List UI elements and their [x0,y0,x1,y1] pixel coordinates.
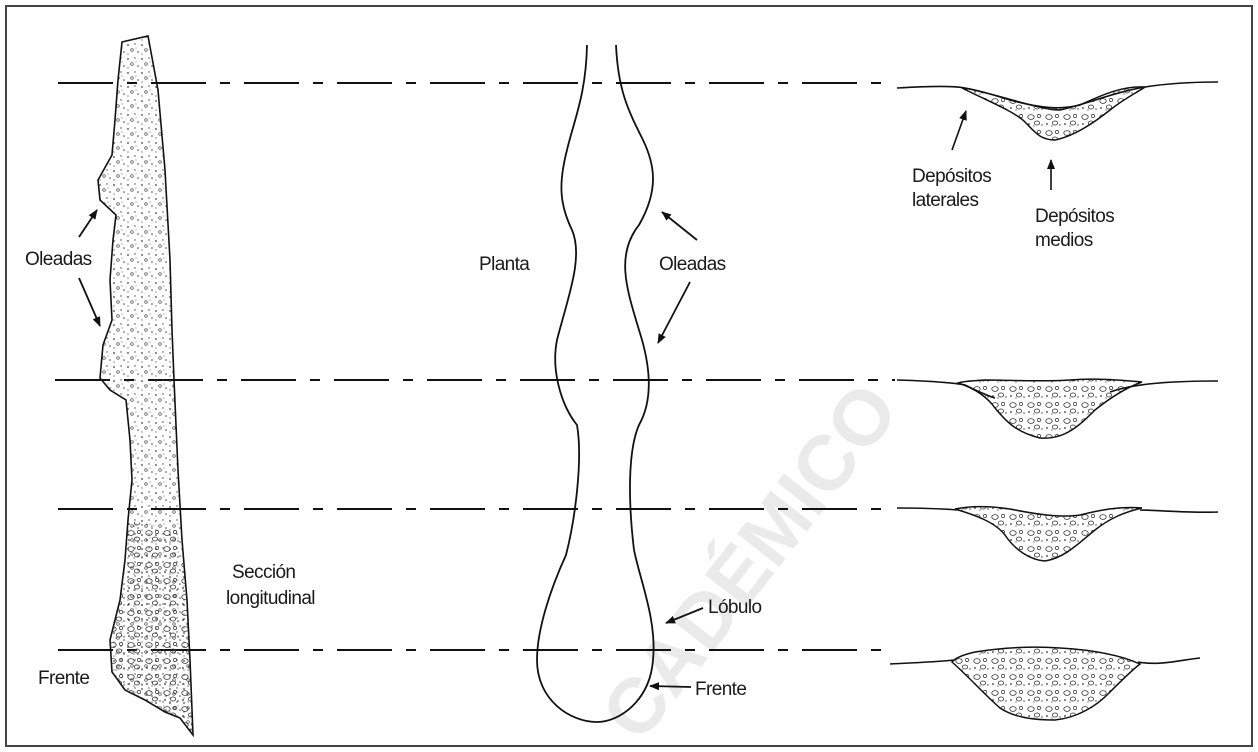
cross-sections: Depósitos laterales Depósitos medios [890,82,1218,720]
watermark-text: CADÉMICO [584,367,915,752]
medios-label-line1: Depósitos [1035,206,1114,227]
cross-section-3 [897,507,1218,561]
cross-section-2 [897,379,1218,438]
ground-profile-1 [897,82,1218,110]
cross-section-1: Depósitos laterales Depósitos medios [897,82,1218,251]
planta-label: Planta [479,254,530,275]
oleadas-left-label: Oleadas [25,249,92,270]
medios-label-line2: medios [1035,230,1093,251]
laterales-label-line2: laterales [912,190,979,211]
oleadas-right-label: Oleadas [659,254,726,275]
deposit-1 [962,87,1145,140]
laterales-arrow [952,111,966,150]
seccion-label-line2: longitudinal [226,588,315,609]
oleadas-plan-upper-arrow [662,212,697,240]
laterales-label-line1: Depósitos [912,166,991,187]
frente-plan-label: Frente [695,679,746,700]
frente-plan-arrow [650,686,691,687]
cross-section-4 [890,647,1200,720]
oleadas-upper-arrow [79,210,97,237]
seccion-label-line1: Sección [232,562,295,583]
deposit-4 [952,647,1140,720]
lobulo-label: Lóbulo [708,597,761,618]
longitudinal-front-gravel [110,520,193,735]
frente-left-label: Frente [38,668,89,689]
deposit-3 [955,507,1142,561]
oleadas-lower-arrow [79,278,100,326]
deposit-2 [958,379,1142,438]
plan-outline [537,45,654,722]
longitudinal-section: Oleadas Sección longitudinal Frente [25,36,315,735]
ground-profile-3 [897,508,1218,512]
oleadas-plan-lower-arrow [658,282,690,343]
